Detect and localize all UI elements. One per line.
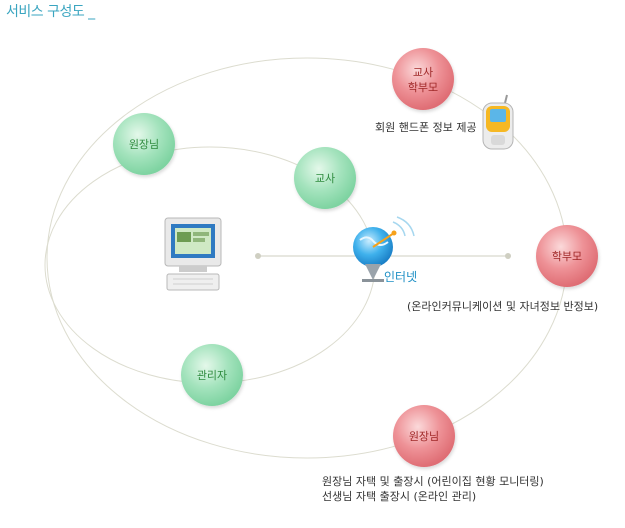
node-admin: 관리자 bbox=[181, 344, 243, 406]
satellite-dish-icon bbox=[353, 216, 415, 282]
caption-parent-services: (온라인커뮤니케이션 및 자녀정보 반정보) bbox=[407, 300, 598, 313]
caption-director-line1: 원장님 자택 및 출장시 (어린이집 현황 모니터링) bbox=[322, 475, 544, 488]
node-label: 원장님 bbox=[129, 138, 159, 151]
caption-director-line2: 선생님 자택 출장시 (온라인 관리) bbox=[322, 490, 476, 503]
node-label-line1: 교사 bbox=[413, 66, 433, 79]
connection-dot-right bbox=[505, 253, 511, 259]
node-teacher-center: 교사 bbox=[294, 147, 356, 209]
node-teacher-parent-top: 교사 학부모 bbox=[392, 48, 454, 110]
node-label-line2: 학부모 bbox=[408, 81, 438, 94]
internet-label: 인터넷 bbox=[384, 270, 417, 284]
node-director-bottom: 원장님 bbox=[393, 405, 455, 467]
caption-phone-info: 회원 핸드폰 정보 제공 bbox=[375, 121, 477, 134]
computer-icon bbox=[164, 217, 222, 291]
node-label: 관리자 bbox=[197, 369, 227, 382]
connection-dot-left bbox=[255, 253, 261, 259]
mobile-phone-icon bbox=[482, 94, 514, 150]
node-label: 학부모 bbox=[552, 250, 582, 263]
node-label: 원장님 bbox=[409, 430, 439, 443]
page-title: 서비스 구성도 _ bbox=[6, 4, 95, 20]
node-director-left: 원장님 bbox=[113, 113, 175, 175]
node-label: 교사 bbox=[315, 172, 335, 185]
node-parent-right: 학부모 bbox=[536, 225, 598, 287]
